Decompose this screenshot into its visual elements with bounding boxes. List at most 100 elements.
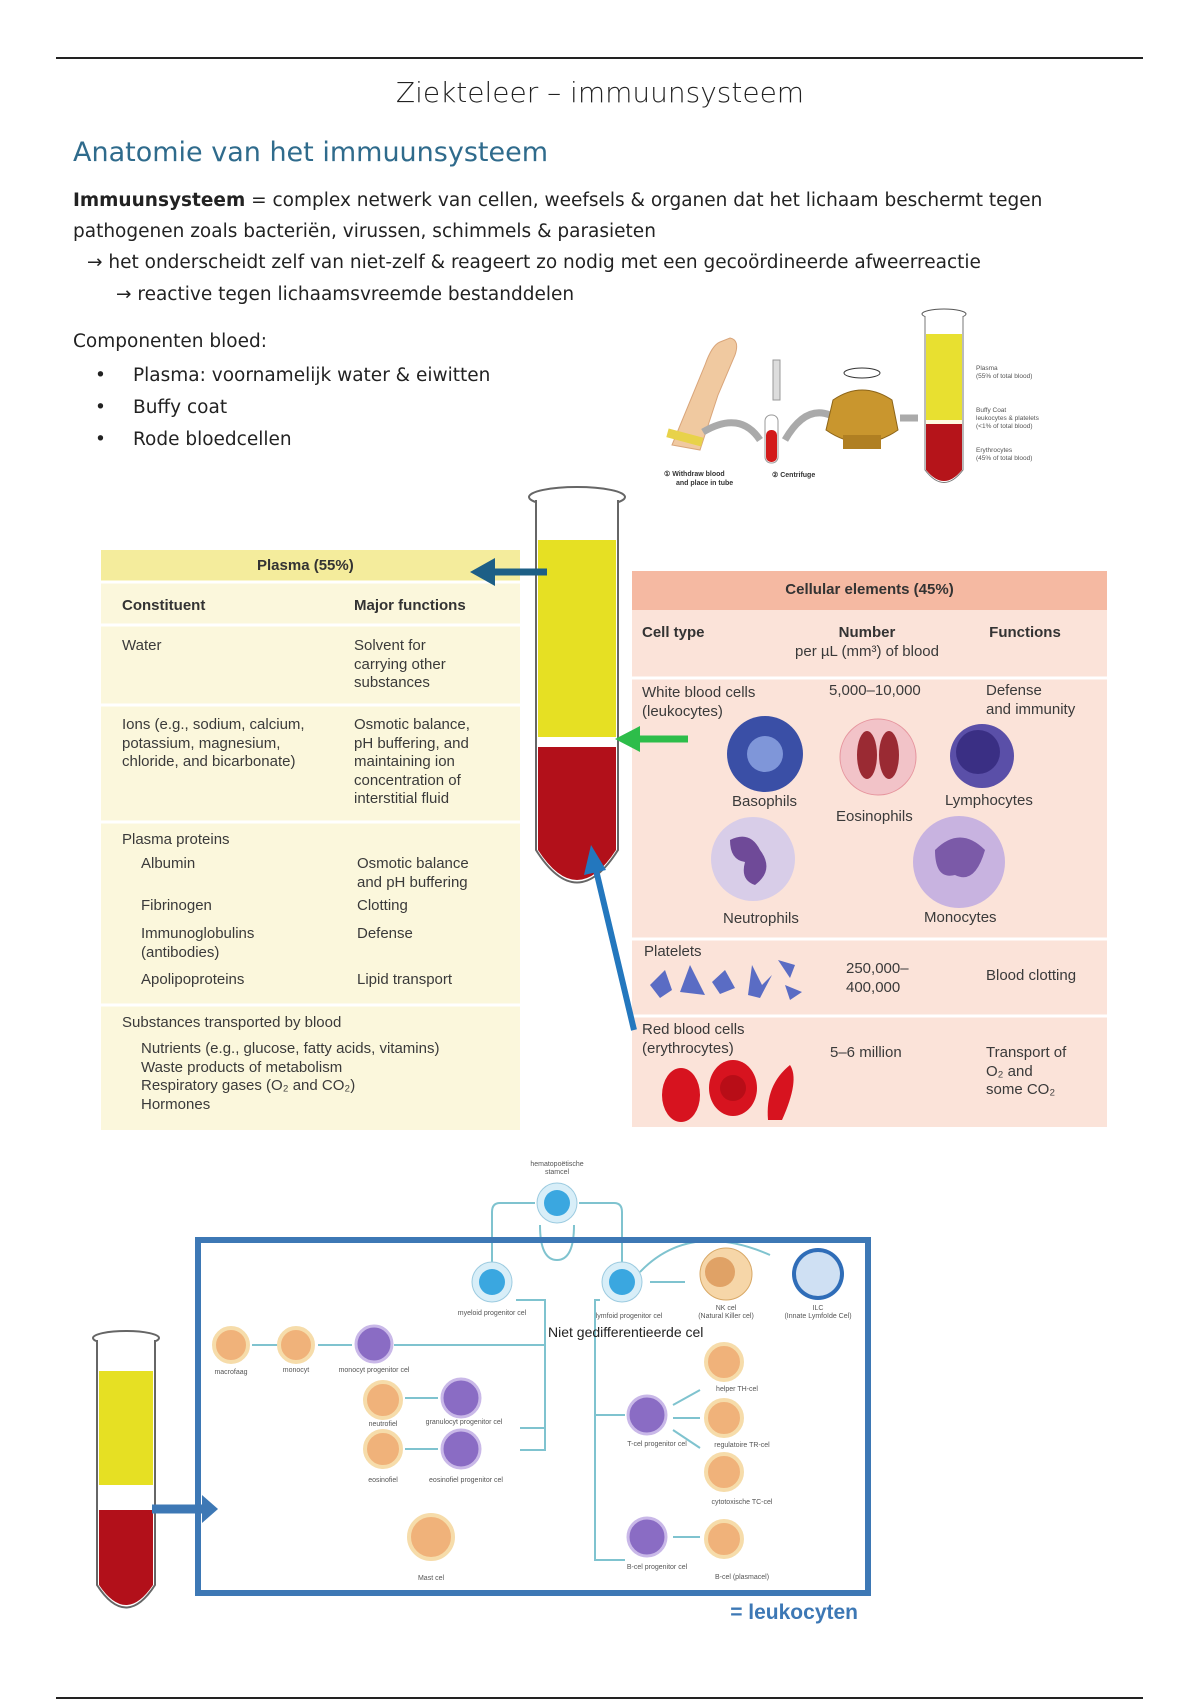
mast-label: Mast cel bbox=[418, 1575, 445, 1582]
macrofaag-label: macrofaag bbox=[214, 1369, 247, 1376]
nk-label-2: (Natural Killer cel) bbox=[698, 1313, 754, 1320]
plasma-proteins: Plasma proteins bbox=[122, 831, 230, 848]
b-cel-label: B-cel (plasmacel) bbox=[715, 1574, 769, 1581]
platelets-number: 250,000–400,000 bbox=[846, 960, 909, 996]
cell-header: Cellular elements (45%) bbox=[785, 581, 954, 598]
component-label: Buffy coat bbox=[133, 397, 228, 418]
arrow-to-rbc bbox=[584, 845, 637, 1031]
component-item: •Rode bloedcellen bbox=[95, 429, 292, 450]
components-heading: Componenten bloed: bbox=[73, 331, 267, 352]
component-label: Plasma: voornamelijk water & eiwitten bbox=[133, 365, 491, 386]
eosinofiel-prog-label: eosinofiel progenitor cel bbox=[429, 1477, 503, 1484]
nk-cell bbox=[699, 1247, 753, 1301]
stem-label-2: stamcel bbox=[545, 1169, 570, 1176]
ilc-label: ILC bbox=[813, 1305, 824, 1312]
wbc-number: 5,000–10,000 bbox=[829, 682, 921, 699]
top-rule bbox=[56, 57, 1143, 59]
neutrophil-image bbox=[711, 817, 795, 901]
arrow-to-box bbox=[152, 1495, 218, 1523]
platelets-image bbox=[650, 960, 802, 1000]
leukocyte-box bbox=[195, 1237, 871, 1596]
erythrocyte-layer bbox=[926, 424, 962, 481]
left-tube bbox=[92, 1330, 160, 1609]
ilc-cell bbox=[792, 1248, 844, 1300]
centrifuge-figure: Plasma (55% of total blood) Buffy Coat l… bbox=[664, 308, 1040, 487]
platelets: Platelets bbox=[644, 943, 702, 960]
b-prog-label: B-cel progenitor cel bbox=[627, 1564, 688, 1571]
transported-heading: Substances transported by blood bbox=[122, 1014, 342, 1031]
rbc-image bbox=[662, 1060, 794, 1122]
col-functions: Major functions bbox=[354, 597, 466, 614]
cytotox-label: cytotoxische TC-cel bbox=[712, 1499, 773, 1506]
section-heading: Anatomie van het immuunsysteem bbox=[73, 137, 549, 168]
arrow-to-plasma bbox=[470, 558, 547, 586]
monocyte-image bbox=[913, 816, 1005, 908]
lymphoid-label: lymfoid progenitor cel bbox=[596, 1313, 663, 1320]
intro-arrow-2: → reactive tegen lichaamsvreemde bestand… bbox=[116, 284, 575, 305]
eosinophil-image bbox=[839, 718, 917, 796]
step1-label: ① Withdraw blood bbox=[664, 470, 725, 478]
fibrinogen-fn: Clotting bbox=[357, 897, 408, 914]
bottom-rule bbox=[56, 1697, 1143, 1699]
helper-label: helper TH-cel bbox=[716, 1386, 758, 1393]
col-constituent: Constituent bbox=[122, 597, 206, 614]
rotation-icon bbox=[843, 367, 881, 379]
stem-label: hematopoëtische bbox=[530, 1161, 583, 1168]
tourniquet bbox=[666, 428, 704, 447]
lymphocytes-label: Lymphocytes bbox=[945, 792, 1033, 809]
blood-tube-large bbox=[528, 486, 626, 884]
plasma-table-bg bbox=[101, 550, 520, 1130]
wbc: White blood cells(leukocytes) bbox=[642, 684, 756, 720]
platelets-fn: Blood clotting bbox=[986, 967, 1077, 984]
transported-list: Nutrients (e.g., glucose, fatty acids, v… bbox=[141, 1040, 440, 1113]
basophils-label: Basophils bbox=[732, 793, 798, 810]
orange-effector-cells bbox=[212, 1326, 744, 1561]
ilc-label-2: (Innate Lymfoïde Cel) bbox=[784, 1313, 851, 1320]
ery-label: Erythrocytes bbox=[976, 447, 1013, 454]
basophil-image bbox=[727, 716, 803, 792]
intro-line-1: Immuunsysteem = complex netwerk van cell… bbox=[73, 190, 1042, 211]
rbc: Red blood cells(erythrocytes) bbox=[642, 1021, 745, 1057]
ery-pct: (45% of total blood) bbox=[976, 455, 1032, 462]
buffy-label: Buffy Coat bbox=[976, 407, 1006, 414]
syringe-icon bbox=[772, 359, 781, 401]
buffy-pct: (<1% of total blood) bbox=[976, 423, 1033, 430]
apo-fn: Lipid transport bbox=[357, 971, 453, 988]
page-title: Ziekteleer – immuunsysteem bbox=[395, 76, 805, 109]
intro-definition: = complex netwerk van cellen, weefsels &… bbox=[245, 190, 1043, 211]
plasma-layer bbox=[926, 334, 962, 420]
granulocyt-prog-label: granulocyt progenitor cel bbox=[426, 1419, 503, 1426]
purple-progenitor-cells bbox=[354, 1324, 668, 1558]
arrow-to-buffy bbox=[615, 726, 688, 752]
col-cell-type: Cell type bbox=[642, 624, 705, 641]
water: Water bbox=[122, 637, 162, 654]
arrow-icon bbox=[781, 409, 832, 442]
immunoglobulins: Immunoglobulins(antibodies) bbox=[141, 925, 255, 961]
buffy-coat-layer bbox=[926, 420, 962, 424]
intro-arrow-1: → het onderscheidt zelf van niet-zelf & … bbox=[87, 252, 981, 273]
component-item: •Plasma: voornamelijk water & eiwitten bbox=[95, 365, 491, 386]
component-item: •Buffy coat bbox=[95, 397, 228, 418]
fibrinogen: Fibrinogen bbox=[141, 897, 212, 914]
rbc-number: 5–6 million bbox=[830, 1044, 902, 1061]
myeloid-label: myeloid progenitor cel bbox=[458, 1310, 527, 1317]
neutrofiel-label: neutrofiel bbox=[369, 1421, 398, 1428]
plasma-header: Plasma (55%) bbox=[257, 557, 354, 574]
undifferentiated-label: Niet gedifferentieerde cel bbox=[548, 1324, 703, 1340]
apolipoproteins: Apolipoproteins bbox=[141, 971, 245, 988]
monocyt-label: monocyt bbox=[283, 1367, 310, 1374]
neutrophils-label: Neutrophils bbox=[723, 910, 799, 927]
erythrocyte-layer bbox=[538, 747, 616, 880]
plasma-label: Plasma bbox=[976, 365, 998, 372]
step2-label: ② Centrifuge bbox=[772, 471, 815, 479]
hematopoiesis-diagram: hematopoëtische stamcel myeloid progenit… bbox=[92, 1161, 871, 1624]
step1-label-2: and place in tube bbox=[676, 480, 733, 487]
eosinofiel-label: eosinofiel bbox=[368, 1477, 398, 1484]
